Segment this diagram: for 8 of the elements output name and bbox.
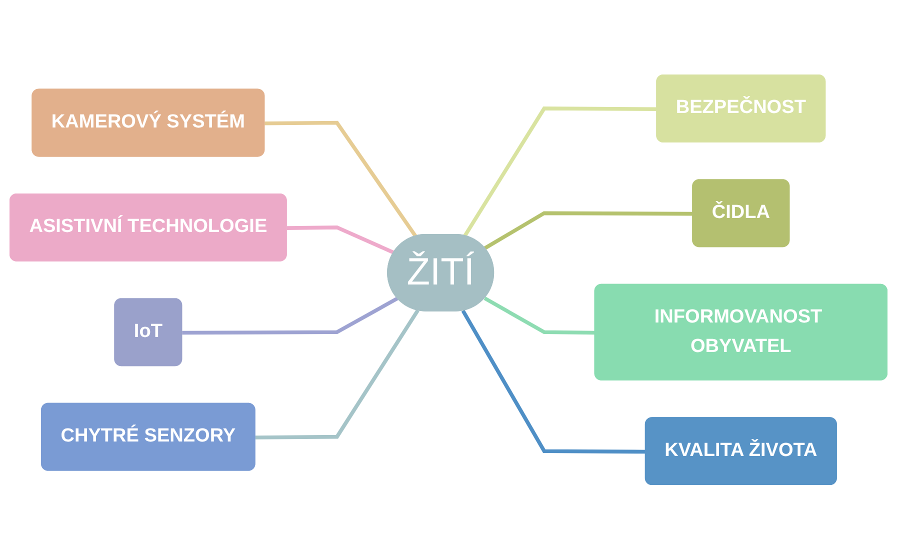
connector	[264, 120, 418, 238]
connector	[286, 225, 396, 254]
connector	[484, 210, 694, 250]
connector	[463, 106, 658, 237]
connector	[255, 309, 420, 440]
connector	[182, 296, 399, 334]
connector	[461, 309, 646, 454]
connector	[484, 296, 596, 334]
